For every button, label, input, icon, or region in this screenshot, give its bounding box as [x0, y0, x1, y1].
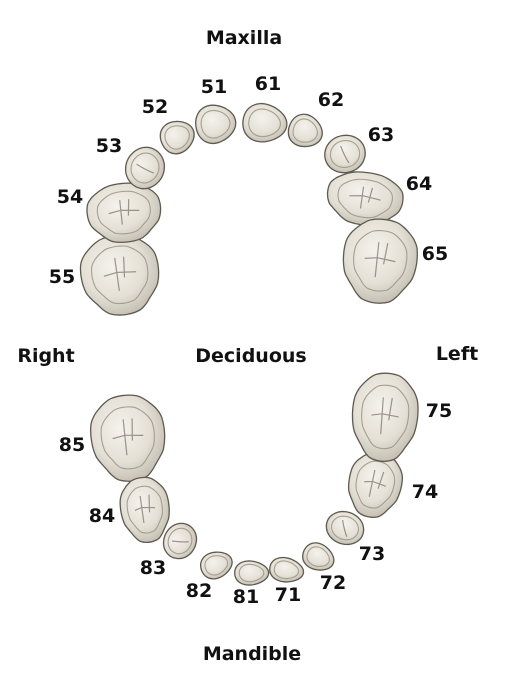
- tooth-number-71: 71: [275, 584, 301, 606]
- tooth-63[interactable]: [320, 129, 370, 179]
- tooth-62-occlusal-rim: [292, 118, 319, 143]
- tooth-72[interactable]: [299, 539, 339, 576]
- tooth-73-ridge: [342, 520, 348, 537]
- tooth-65[interactable]: [339, 216, 421, 307]
- tooth-number-53: 53: [96, 135, 122, 157]
- tooth-61-crown: [242, 102, 288, 143]
- tooth-75-occlusal-rim: [361, 384, 410, 450]
- tooth-85[interactable]: [87, 392, 169, 485]
- tooth-74[interactable]: [342, 448, 407, 523]
- tooth-84[interactable]: [117, 474, 174, 545]
- tooth-55-occlusal-rim: [90, 245, 149, 305]
- tooth-number-84: 84: [89, 505, 115, 527]
- tooth-84-crown: [119, 476, 170, 543]
- tooth-number-74: 74: [412, 481, 438, 503]
- tooth-number-81: 81: [233, 586, 259, 608]
- mandible-label: Mandible: [203, 643, 301, 665]
- tooth-number-73: 73: [359, 543, 385, 565]
- tooth-61-occlusal-rim: [248, 108, 282, 138]
- tooth-54[interactable]: [84, 180, 163, 246]
- tooth-72-occlusal-rim: [306, 546, 330, 567]
- tooth-54-fissure: [108, 199, 140, 225]
- tooth-64[interactable]: [324, 167, 406, 230]
- tooth-54-crown: [86, 182, 162, 243]
- tooth-82[interactable]: [197, 547, 236, 583]
- tooth-61[interactable]: [241, 102, 289, 145]
- tooth-62[interactable]: [284, 110, 328, 153]
- tooth-number-61: 61: [255, 73, 281, 95]
- tooth-72-crown: [302, 542, 335, 571]
- tooth-number-85: 85: [59, 434, 85, 456]
- tooth-84-fissure: [134, 494, 156, 524]
- tooth-number-72: 72: [320, 572, 346, 594]
- tooth-number-83: 83: [140, 557, 166, 579]
- tooth-51-occlusal-rim: [200, 109, 231, 139]
- tooth-51-crown: [195, 104, 237, 145]
- tooth-53[interactable]: [120, 143, 170, 194]
- tooth-number-65: 65: [422, 243, 448, 265]
- tooth-number-64: 64: [406, 173, 432, 195]
- tooth-84-occlusal-rim: [126, 485, 163, 534]
- tooth-82-occlusal-rim: [204, 555, 229, 576]
- tooth-63-occlusal-rim: [329, 139, 361, 169]
- tooth-65-fissure: [364, 242, 396, 278]
- tooth-number-75: 75: [426, 400, 452, 422]
- tooth-62-crown: [287, 113, 323, 148]
- tooth-63-crown: [324, 134, 366, 174]
- tooth-number-63: 63: [368, 124, 394, 146]
- tooth-74-fissure: [364, 469, 386, 497]
- right-label: Right: [17, 345, 74, 367]
- tooth-71[interactable]: [268, 555, 306, 585]
- tooth-74-crown: [347, 451, 404, 518]
- tooth-73-occlusal-rim: [330, 515, 360, 541]
- tooth-number-82: 82: [186, 580, 212, 602]
- tooth-64-crown: [326, 171, 404, 226]
- tooth-52[interactable]: [155, 115, 199, 159]
- tooth-number-52: 52: [142, 96, 168, 118]
- tooth-65-crown: [342, 218, 418, 304]
- tooth-81-occlusal-rim: [238, 563, 265, 583]
- tooth-53-ridge: [136, 163, 155, 174]
- tooth-number-54: 54: [57, 186, 83, 208]
- tooth-83-occlusal-rim: [167, 527, 193, 555]
- region-labels: Maxilla Mandible Right Left Deciduous: [17, 27, 478, 665]
- tooth-55-crown: [79, 234, 160, 316]
- tooth-73[interactable]: [320, 504, 370, 552]
- teeth-group: [76, 102, 421, 586]
- tooth-71-occlusal-rim: [273, 560, 300, 580]
- tooth-83-ridge: [171, 540, 189, 543]
- deciduous-label: Deciduous: [195, 345, 306, 367]
- tooth-54-occlusal-rim: [96, 190, 151, 235]
- tooth-85-crown: [90, 394, 166, 482]
- maxilla-label: Maxilla: [206, 27, 282, 49]
- tooth-51[interactable]: [193, 102, 238, 145]
- tooth-85-fissure: [112, 418, 144, 456]
- tooth-71-crown: [269, 556, 305, 583]
- tooth-83[interactable]: [156, 517, 204, 565]
- tooth-75-fissure: [371, 397, 399, 435]
- tooth-55[interactable]: [76, 230, 164, 320]
- tooth-75[interactable]: [349, 371, 420, 464]
- tooth-numbers: 55 54 53 52 51 61 62 63 64 65 85 84 83 82 81 71 72 73 74 75: [49, 73, 452, 608]
- tooth-number-62: 62: [318, 89, 344, 111]
- tooth-52-crown: [159, 120, 195, 155]
- tooth-74-occlusal-rim: [355, 460, 396, 509]
- tooth-52-occlusal-rim: [164, 125, 190, 150]
- tooth-64-fissure: [349, 186, 381, 209]
- tooth-55-fissure: [103, 256, 137, 292]
- tooth-63-ridge: [340, 145, 350, 164]
- tooth-85-occlusal-rim: [100, 406, 155, 470]
- left-label: Left: [436, 343, 478, 365]
- tooth-53-occlusal-rim: [130, 152, 160, 184]
- tooth-number-51: 51: [201, 76, 227, 98]
- tooth-65-occlusal-rim: [353, 230, 408, 292]
- tooth-64-occlusal-rim: [337, 178, 393, 219]
- tooth-number-55: 55: [49, 266, 75, 288]
- tooth-82-crown: [199, 551, 233, 580]
- tooth-81[interactable]: [234, 560, 270, 586]
